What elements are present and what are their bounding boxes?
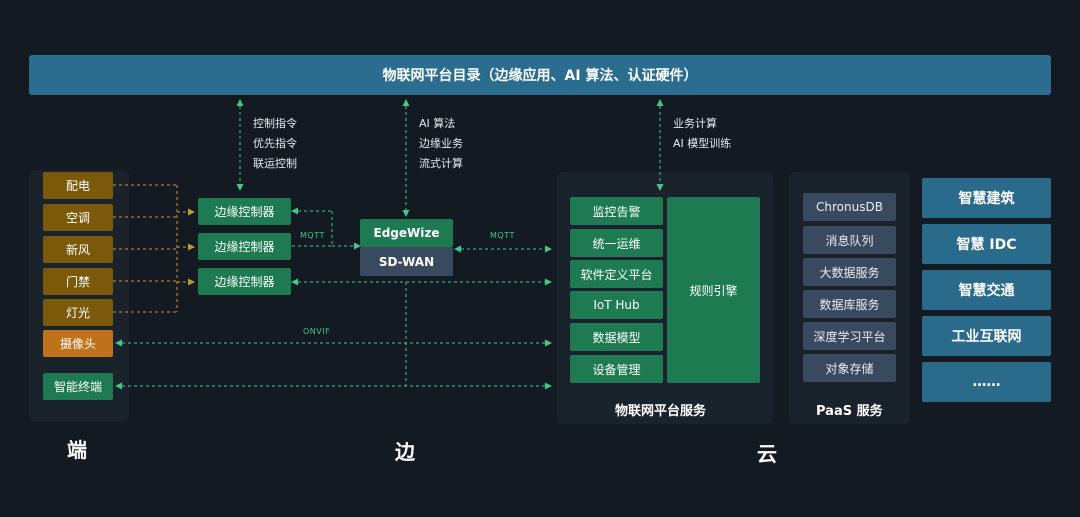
device-lighting[interactable]: 灯光 <box>43 299 113 326</box>
service-monitoring-alert[interactable]: 监控告警 <box>570 197 663 225</box>
paas-big-data[interactable]: 大数据服务 <box>803 258 896 286</box>
paas-caption: PaaS 服务 <box>816 404 883 419</box>
edge-controller-3[interactable]: 边缘控制器 <box>198 268 291 295</box>
paas-database[interactable]: 数据库服务 <box>803 290 896 318</box>
platform-services-caption: 物联网平台服务 <box>615 404 707 419</box>
edge-controller-2[interactable]: 边缘控制器 <box>198 233 291 260</box>
mqtt-label-right: MQTT <box>490 231 515 240</box>
app-smart-transport[interactable]: 智慧交通 <box>922 270 1051 310</box>
paas-chronusdb[interactable]: ChronusDB <box>803 193 896 221</box>
device-camera[interactable]: 摄像头 <box>43 330 113 357</box>
service-data-model[interactable]: 数据模型 <box>570 323 663 351</box>
app-industrial-internet[interactable]: 工业互联网 <box>922 316 1051 356</box>
paas-message-queue[interactable]: 消息队列 <box>803 226 896 254</box>
ai-annotation: AI 算法 边缘业务 流式计算 <box>419 117 463 170</box>
device-access-control[interactable]: 门禁 <box>43 268 113 295</box>
app-smart-idc[interactable]: 智慧 IDC <box>922 224 1051 264</box>
control-annotation: 控制指令 优先指令 联运控制 <box>253 117 297 170</box>
section-end-label: 端 <box>67 438 87 462</box>
rule-engine[interactable]: 规则引擎 <box>667 197 760 383</box>
service-iot-hub[interactable]: IoT Hub <box>570 291 663 319</box>
onvif-label: ONVIF <box>303 327 331 336</box>
device-smart-terminal[interactable]: 智能终端 <box>43 373 113 400</box>
section-cloud-label: 云 <box>757 442 777 466</box>
edge-controller-1[interactable]: 边缘控制器 <box>198 198 291 225</box>
paas-deep-learning[interactable]: 深度学习平台 <box>803 322 896 350</box>
catalog-title: 物联网平台目录（边缘应用、AI 算法、认证硬件） <box>382 68 698 84</box>
device-power[interactable]: 配电 <box>43 172 113 199</box>
sd-wan-box[interactable]: SD-WAN <box>360 247 453 276</box>
device-air-conditioner[interactable]: 空调 <box>43 204 113 231</box>
service-device-management[interactable]: 设备管理 <box>570 355 663 383</box>
section-edge-label: 边 <box>395 440 415 464</box>
device-fresh-air[interactable]: 新风 <box>43 236 113 263</box>
business-annotation: 业务计算 AI 模型训练 <box>673 117 732 150</box>
app-smart-building[interactable]: 智慧建筑 <box>922 178 1051 218</box>
app-more[interactable]: …… <box>922 362 1051 402</box>
paas-object-storage[interactable]: 对象存储 <box>803 354 896 382</box>
mqtt-label-left: MQTT <box>300 231 325 240</box>
service-unified-ops[interactable]: 统一运维 <box>570 229 663 257</box>
edgewize-box[interactable]: EdgeWize <box>360 219 453 247</box>
iot-platform-catalog-bar: 物联网平台目录（边缘应用、AI 算法、认证硬件） <box>29 55 1051 95</box>
service-software-defined-platform[interactable]: 软件定义平台 <box>570 260 663 288</box>
